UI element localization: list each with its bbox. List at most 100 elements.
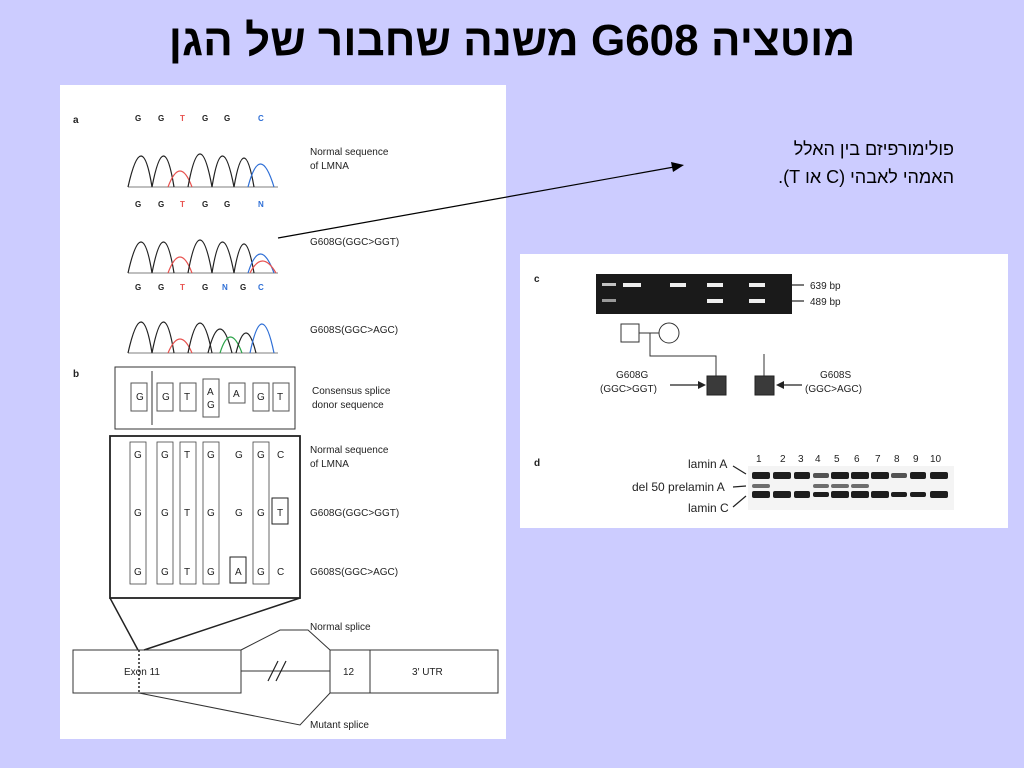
- callout-line-1: פולימורפיזם בין האלל: [793, 139, 954, 159]
- right-mutation-arrow-icon: [776, 381, 784, 389]
- track-2-base-3: T: [180, 200, 185, 209]
- row3-base-3: T: [184, 567, 190, 578]
- sequence-row-3: G G T G A G C: [134, 556, 284, 584]
- left-mutation-line1: G608G: [616, 370, 648, 381]
- panel-a-label: a: [73, 115, 79, 126]
- track-1-bases: G G T G G C: [135, 114, 264, 123]
- consensus-base-2: G: [162, 392, 170, 403]
- chromatogram-track-1: [127, 153, 278, 188]
- row2-base-1: G: [134, 508, 142, 519]
- consensus-base-3: T: [184, 392, 190, 403]
- track-3-base-2: G: [158, 283, 164, 292]
- blot-label-pointers: [732, 465, 747, 508]
- pedigree-father: [620, 323, 640, 343]
- pedigree-child-2: [754, 375, 775, 396]
- consensus-caption-line2: donor sequence: [312, 400, 384, 411]
- pedigree-descent-line: [649, 333, 717, 376]
- track-3-base-3: T: [180, 283, 185, 292]
- row3-base-2: G: [161, 567, 169, 578]
- track-1-base-3: T: [180, 114, 185, 123]
- row3-base-4: G: [207, 567, 215, 578]
- right-mutation-line1: G608S: [820, 370, 851, 381]
- figure-ab-svg: a G G T G G C Normal sequence of LMNA G …: [72, 114, 499, 731]
- track-3-base-6: G: [240, 283, 246, 292]
- track-3-caption: G608S(GGC>AGC): [310, 325, 398, 336]
- track-1-caption-line1: Normal sequence: [310, 147, 389, 158]
- consensus-base-5: A: [233, 389, 240, 400]
- track-2-base-6: N: [258, 200, 264, 209]
- track-1-base-2: G: [158, 114, 164, 123]
- left-mutation-line2: (GGC>GGT): [600, 384, 657, 395]
- lane-2: 2: [780, 454, 786, 465]
- row1-base-3: T: [184, 450, 190, 461]
- track-1-base-5: G: [224, 114, 230, 123]
- mutant-splice-label: Mutant splice: [310, 720, 369, 731]
- consensus-base-6: G: [257, 392, 265, 403]
- consensus-base-4-alt: G: [207, 400, 215, 411]
- track-3-bases: G G T G N G C: [135, 283, 264, 292]
- exon-11-label: Exon 11: [124, 667, 160, 678]
- blot-bands-prelamin: [752, 484, 869, 488]
- row2-caption: G608G(GGC>GGT): [310, 508, 399, 519]
- track-3-base-7: C: [258, 283, 264, 292]
- lamin-c-label: lamin C: [688, 501, 729, 515]
- consensus-box: [114, 366, 296, 430]
- track-1-base-4: G: [202, 114, 208, 123]
- track-2-bases: G G T G G N: [135, 200, 264, 209]
- track-2-base-5: G: [224, 200, 230, 209]
- row1-base-4: G: [207, 450, 215, 461]
- lane-1: 1: [756, 454, 762, 465]
- figure-panel-ab: a G G T G G C Normal sequence of LMNA G …: [60, 85, 506, 739]
- row2-base-5: G: [235, 508, 243, 519]
- agarose-gel: [596, 274, 792, 314]
- row1-caption-line2: of LMNA: [310, 459, 349, 470]
- row1-base-7: C: [277, 450, 284, 461]
- row2-base-2: G: [161, 508, 169, 519]
- prelamin-label: del 50 prelamin A: [632, 480, 725, 494]
- band-639-label: 639 bp: [810, 281, 841, 292]
- consensus-caption-line1: Consensus splice: [312, 386, 391, 397]
- row3-base-7: C: [277, 567, 284, 578]
- chromatogram-track-2: [127, 239, 278, 274]
- row2-base-6: G: [257, 508, 265, 519]
- panel-b-label: b: [73, 369, 79, 380]
- lane-8: 8: [894, 454, 900, 465]
- lamin-a-label: lamin A: [688, 457, 727, 471]
- slide-title: מוטציה G608 משנה שחבור של הגן: [168, 16, 856, 65]
- sequence-box: [109, 435, 301, 599]
- panel-c-label: c: [534, 274, 540, 285]
- row3-base-6: G: [257, 567, 265, 578]
- track-2-base-2: G: [158, 200, 164, 209]
- figure-panel-cd: c 639 bp 489 bp G608G (GGC>GGT) G608S (G…: [520, 254, 1008, 528]
- panel-d-label: d: [534, 458, 540, 469]
- consensus-base-1: G: [136, 392, 144, 403]
- blot-bands-lamin-a: [752, 472, 948, 479]
- blot-bands-lamin-c: [752, 491, 948, 498]
- gel-bands: [602, 283, 765, 303]
- utr-box: [369, 649, 499, 694]
- consensus-bases: G G T A G A G T: [130, 378, 290, 418]
- callout-arrow-icon: [671, 162, 684, 172]
- row1-caption-line1: Normal sequence: [310, 445, 389, 456]
- intron-break-mark: [267, 660, 287, 682]
- right-mutation-line2: (GGC>AGC): [805, 384, 862, 395]
- lane-6: 6: [854, 454, 860, 465]
- row3-caption: G608S(GGC>AGC): [310, 567, 398, 578]
- zoom-funnel: [109, 597, 301, 651]
- normal-splice-path: [240, 629, 331, 651]
- figure-cd-svg: c 639 bp 489 bp G608G (GGC>GGT) G608S (G…: [534, 274, 954, 515]
- track-2-base-4: G: [202, 200, 208, 209]
- track-2-caption: G608G(GGC>GGT): [310, 237, 399, 248]
- row1-base-2: G: [161, 450, 169, 461]
- polymorphism-callout: פולימורפיזם בין האלל האמהי לאבהי (C או T…: [690, 135, 954, 191]
- column-guides: [129, 441, 270, 585]
- track-1-base-1: G: [135, 114, 141, 123]
- consensus-base-4: A: [207, 387, 214, 398]
- lane-3: 3: [798, 454, 804, 465]
- row1-base-6: G: [257, 450, 265, 461]
- callout-line-2: האמהי לאבהי (C או T).: [778, 167, 954, 187]
- band-489-label: 489 bp: [810, 297, 841, 308]
- row3-base-5: A: [235, 567, 242, 578]
- row3-base-1: G: [134, 567, 142, 578]
- lane-9: 9: [913, 454, 919, 465]
